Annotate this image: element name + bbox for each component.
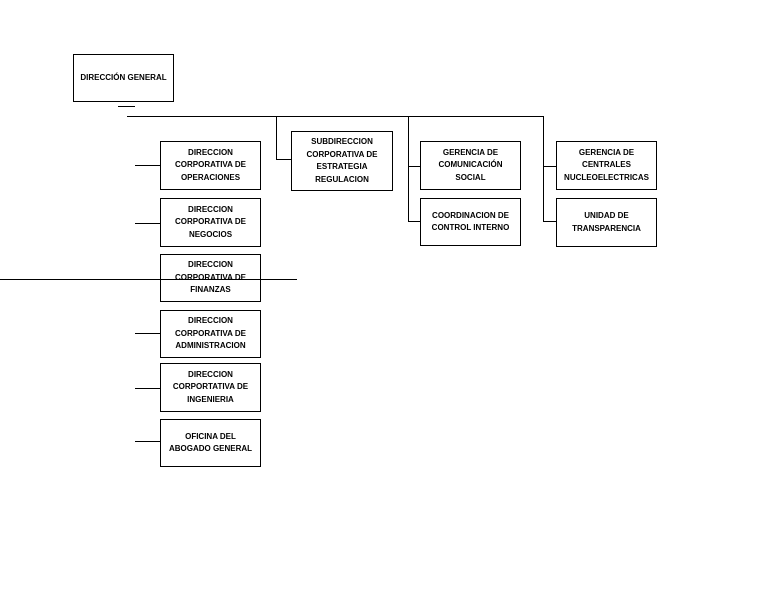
connector-stub-operaciones [135, 165, 160, 166]
unit-box-unidad-transparencia: UNIDAD DE TRANSPARENCIA [556, 198, 657, 247]
unit-box-administracion: DIRECCION CORPORATIVA DE ADMINISTRACION [160, 310, 261, 358]
connector-stub-ingenieria [135, 388, 160, 389]
connector-stub-negocios [135, 223, 160, 224]
root-underline [118, 106, 135, 107]
unit-box-abogado-general: OFICINA DEL ABOGADO GENERAL [160, 419, 261, 467]
connector-stub-subdireccion [276, 159, 292, 160]
direccion-general-box: DIRECCIÓN GENERAL [73, 54, 174, 102]
unit-box-gerencia-comunicacion: GERENCIA DE COMUNICACIÓN SOCIAL [420, 141, 521, 190]
unit-box-gerencia-centrales: GERENCIA DE CENTRALES NUCLEOELECTRICAS [556, 141, 657, 190]
connector-stub-unidad-transparencia [543, 221, 556, 222]
connector-stub-administracion [135, 333, 160, 334]
unit-box-negocios: DIRECCION CORPORATIVA DE NEGOCIOS [160, 198, 261, 247]
connector-vertical-column-four [543, 116, 544, 222]
unit-box-operaciones: DIRECCION CORPORATIVA DE OPERACIONES [160, 141, 261, 190]
connector-stub-abogado [135, 441, 160, 442]
main-horizontal-connector [127, 116, 544, 117]
connector-stub-coordinacion [408, 221, 420, 222]
unit-box-subdireccion-estrategia: SUBDIRECCION CORPORATIVA DE ESTRATEGIA R… [291, 131, 393, 191]
unit-box-ingenieria: DIRECCION CORPORTATIVA DE INGENIERIA [160, 363, 261, 412]
connector-vertical-column-three [408, 116, 409, 222]
stray-horizontal-line [0, 279, 297, 280]
connector-stub-gerencia-centrales [543, 166, 556, 167]
unit-box-finanzas: DIRECCION CORPORATIVA DE FINANZAS [160, 254, 261, 302]
unit-box-coordinacion-control: COORDINACION DE CONTROL INTERNO [420, 198, 521, 246]
connector-vertical-subdireccion [276, 116, 277, 160]
connector-stub-gerencia-comunicacion [408, 166, 420, 167]
